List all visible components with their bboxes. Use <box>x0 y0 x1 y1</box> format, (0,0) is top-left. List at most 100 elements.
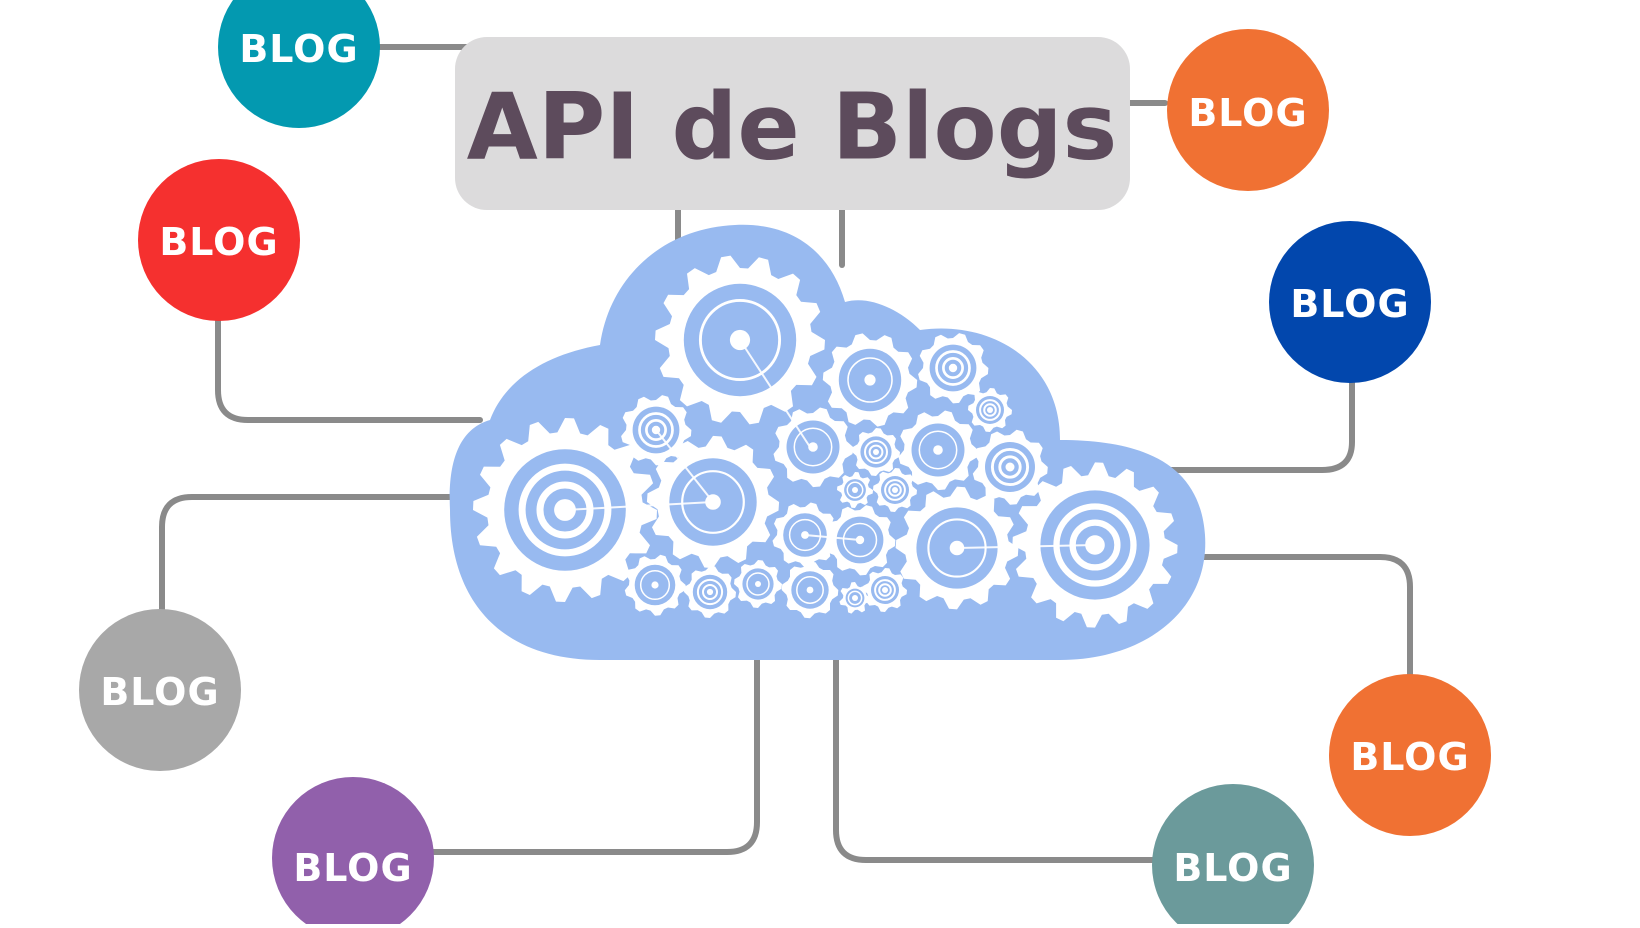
gear-icon <box>781 561 839 619</box>
gear-belt <box>739 339 811 448</box>
gear-icon <box>773 407 854 488</box>
gear-ring <box>846 481 864 499</box>
blog-node-2: BLOG <box>138 159 300 321</box>
blog-node-1-label: BLOG <box>239 27 358 71</box>
gear-belt <box>655 429 714 503</box>
gear-ring <box>847 590 863 606</box>
gear-icon <box>898 410 979 491</box>
connector-blue <box>1162 377 1355 473</box>
blog-node-8-label: BLOG <box>1173 846 1292 890</box>
gear-icon <box>852 428 900 476</box>
gear-hub <box>987 407 993 413</box>
cloud-gears-icon <box>449 224 1206 660</box>
title-box: API de Blogs <box>455 37 1130 210</box>
diagram-title: API de Blogs <box>467 74 1118 181</box>
blog-node-6: BLOG <box>1269 221 1431 383</box>
gear-icon <box>863 568 907 612</box>
gear-ring <box>639 569 671 601</box>
gear-ring <box>681 470 745 534</box>
gear-ring <box>998 455 1022 479</box>
gear-hub <box>892 487 898 493</box>
gear-ring <box>918 430 958 470</box>
gear-icon <box>684 566 736 618</box>
gear-hub <box>864 374 876 386</box>
blog-node-3-label: BLOG <box>100 670 219 714</box>
gear-ring <box>874 579 896 601</box>
blog-node-8: BLOG <box>1152 784 1314 928</box>
gear-icon <box>968 388 1012 432</box>
gear-ring <box>536 481 594 539</box>
connector-gray <box>159 494 465 613</box>
gear-ring <box>868 444 884 460</box>
gear-hub <box>808 442 818 452</box>
gear-ring <box>645 419 667 441</box>
blog-node-4-circle <box>272 777 434 928</box>
gear-ring <box>793 427 833 467</box>
blog-node-4-label: BLOG <box>293 846 412 890</box>
gear-ring <box>979 399 1001 421</box>
blog-node-2-label: BLOG <box>159 220 278 264</box>
gear-ring <box>698 298 782 382</box>
title-box-bg <box>455 37 1130 210</box>
gear-hub <box>933 445 943 455</box>
gear-ring <box>847 357 893 403</box>
gear-hub <box>806 586 814 594</box>
gear-ring <box>990 447 1030 487</box>
gear-ring <box>638 412 674 448</box>
gear-hub <box>755 581 761 587</box>
gear-hub <box>852 595 858 601</box>
gear-ring <box>788 518 822 552</box>
connector-red <box>215 317 483 423</box>
blog-node-1-circle <box>218 0 380 128</box>
gear-ring <box>942 357 964 379</box>
blog-node-2-circle <box>138 159 300 321</box>
gear-ring <box>842 522 878 558</box>
gear-belt <box>564 501 714 511</box>
blog-node-7-circle <box>1329 674 1491 836</box>
blog-node-6-label: BLOG <box>1290 282 1409 326</box>
blog-node-1: BLOG <box>218 0 380 128</box>
gear-ring <box>518 463 612 557</box>
blog-node-3-circle <box>79 609 241 771</box>
connector-purple <box>427 637 760 855</box>
connector-orange-bottom <box>1187 554 1413 683</box>
blog-node-4: BLOG <box>272 777 434 928</box>
gear-belt <box>956 544 1096 549</box>
gear-icon <box>839 582 871 614</box>
gear-ring <box>878 583 892 597</box>
gear-ring <box>888 483 902 497</box>
gear-hub <box>706 588 714 596</box>
blog-node-6-circle <box>1269 221 1431 383</box>
gear-ring <box>983 403 997 417</box>
blog-node-8-circle <box>1152 784 1314 928</box>
gear-hub <box>651 581 659 589</box>
gear-ring <box>696 578 724 606</box>
blog-node-7-label: BLOG <box>1350 735 1469 779</box>
gear-hub <box>882 587 888 593</box>
gears-group <box>473 255 1178 628</box>
blog-node-5-label: BLOG <box>1188 91 1307 135</box>
blog-node-3: BLOG <box>79 609 241 771</box>
connectors <box>159 44 1413 863</box>
gear-ring <box>884 479 906 501</box>
gear-icon <box>918 333 989 404</box>
gear-icon <box>624 554 686 616</box>
connector-teal <box>833 637 1163 863</box>
gear-icon <box>972 429 1048 505</box>
gear-icon <box>873 468 917 512</box>
blog-node-7: BLOG <box>1329 674 1491 836</box>
gear-hub <box>1005 462 1015 472</box>
gear-ring <box>702 584 718 600</box>
gear-hub <box>852 487 858 493</box>
gear-icon <box>822 333 918 427</box>
gear-ring <box>746 572 770 596</box>
gear-icon <box>734 560 782 608</box>
gear-ring <box>864 440 888 464</box>
blog-node-5: BLOG <box>1167 29 1329 191</box>
gear-belt <box>804 534 861 541</box>
gear-ring <box>935 350 971 386</box>
gear-hub <box>873 449 879 455</box>
gear-hub <box>948 363 958 373</box>
